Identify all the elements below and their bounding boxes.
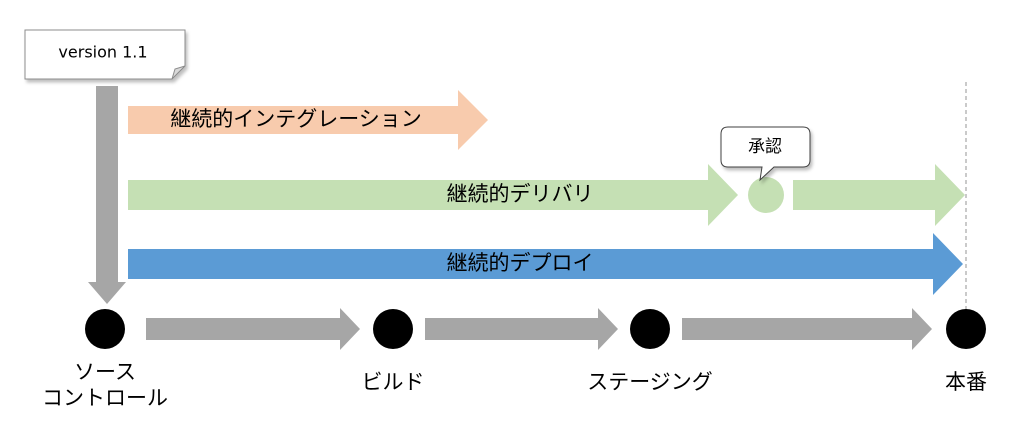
version-label: version 1.1 [58,43,147,62]
node-staging [630,309,670,349]
ci-arrow [128,90,488,150]
version-note [24,29,186,80]
node-build [373,309,413,349]
approval-label: 承認 [748,137,782,157]
cd-delivery-label: 継続的デリバリ [447,182,594,206]
flow-arrow-staging-to-production [682,308,932,350]
node-source-control [85,309,125,349]
production-label: 本番 [945,370,987,394]
cd-delivery-arrow-1 [128,164,738,226]
node-production [946,309,986,349]
cd-deploy-label: 継続的デプロイ [447,251,594,275]
cd-delivery-arrow-2 [793,164,965,226]
approval-bubble [720,126,811,182]
ci-label: 継続的インテグレーション [170,107,422,131]
commit-down-arrow [88,86,126,304]
source-control-label-line2: コントロール [42,386,168,410]
flow-arrow-source-to-build [146,308,360,350]
staging-label: ステージング [587,370,713,394]
source-control-label-line1: ソース [74,360,136,384]
build-label: ビルド [362,370,425,394]
flow-arrow-build-to-staging [425,308,618,350]
cd-deploy-arrow [128,233,963,295]
approval-circle [748,177,784,213]
